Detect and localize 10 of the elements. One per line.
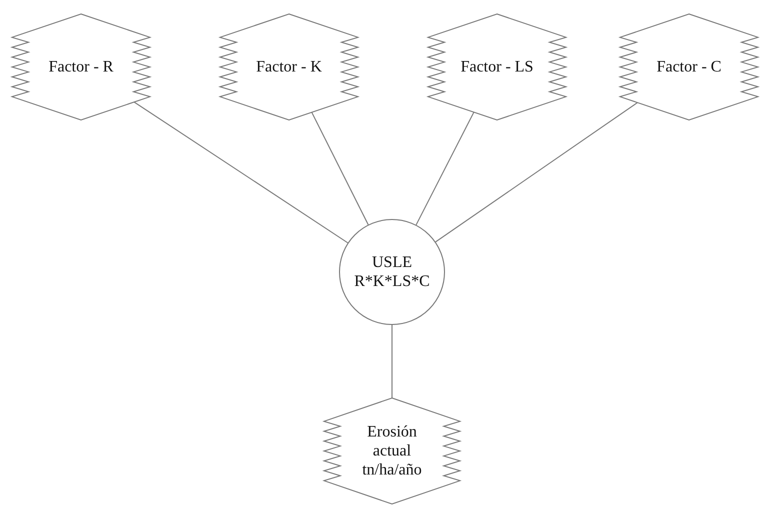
connector-line [134, 102, 348, 244]
layer-label: Factor - K [256, 58, 322, 76]
layer-label: Factor - R [48, 58, 114, 76]
layer-label: Factor - LS [460, 58, 534, 76]
formula-label: USLE R*K*LS*C [353, 253, 431, 291]
connector-line [416, 112, 474, 226]
connector-line [435, 102, 638, 242]
connector-line [311, 112, 369, 226]
layer-label: Erosión actual tn/ha/año [361, 422, 423, 480]
layer-label: Factor - C [656, 58, 722, 76]
